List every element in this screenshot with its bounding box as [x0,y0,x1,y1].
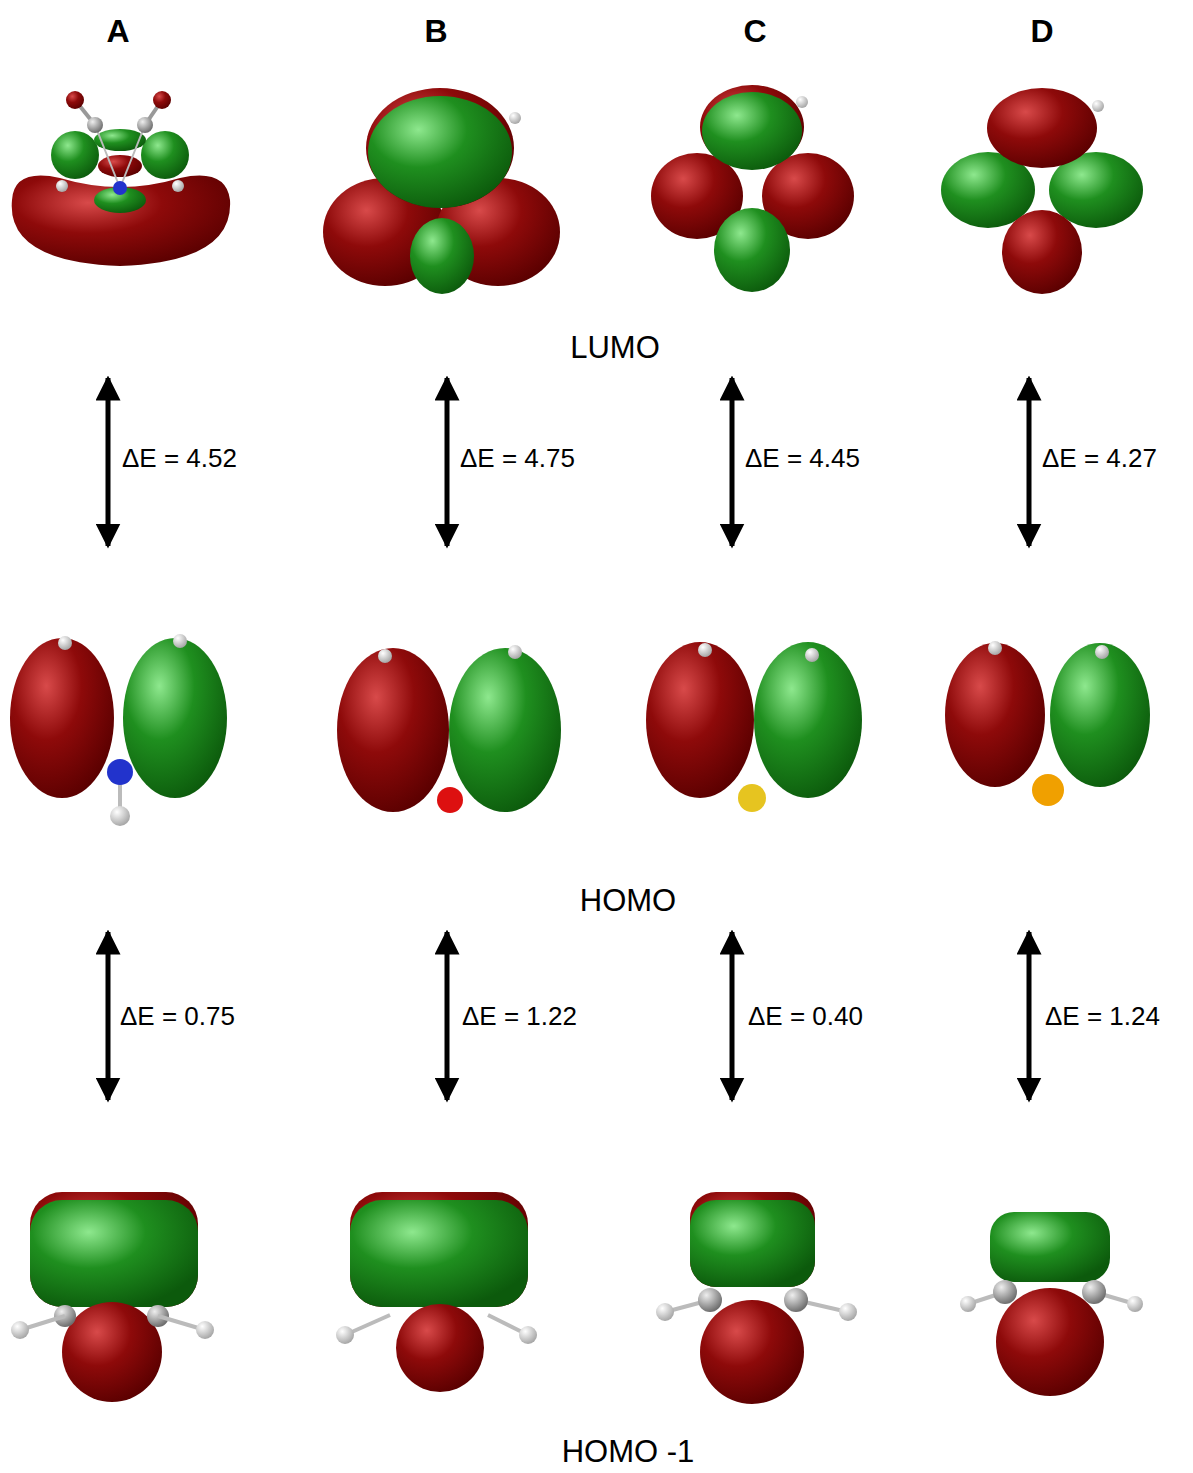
orbital-level: LUMO [570,331,660,365]
orbital-level: HOMO [580,884,676,918]
energy-gap: ΔE = 4.75 [458,444,577,473]
energy-gap: ΔE = 4.27 [1040,444,1159,473]
energy-gap: ΔE = 1.24 [1043,1002,1162,1031]
energy-gap: ΔE = 0.40 [746,1002,865,1031]
lumo-a [12,91,230,266]
lumo-c [651,85,854,292]
energy-gap: ΔE = 1.22 [460,1002,579,1031]
column-header: B [424,14,447,49]
homo-minus-one-d [960,1212,1143,1396]
homo-minus-one-b [336,1192,537,1392]
column-header: A [106,14,129,49]
homo-minus-one-c [656,1192,857,1404]
energy-arrows [108,378,1029,1100]
homo-minus-one-a [11,1192,214,1402]
lumo-d [941,88,1143,294]
energy-gap: ΔE = 4.45 [743,444,862,473]
lumo-b [323,88,560,294]
homo-d [945,641,1150,806]
homo-b [337,645,561,813]
homo-c [646,642,862,812]
column-header: D [1030,14,1053,49]
energy-gap: ΔE = 0.75 [118,1002,237,1031]
orbital-level: HOMO -1 [562,1435,695,1469]
energy-gap: ΔE = 4.52 [120,444,239,473]
column-header: C [743,14,766,49]
homo-a [10,634,227,826]
